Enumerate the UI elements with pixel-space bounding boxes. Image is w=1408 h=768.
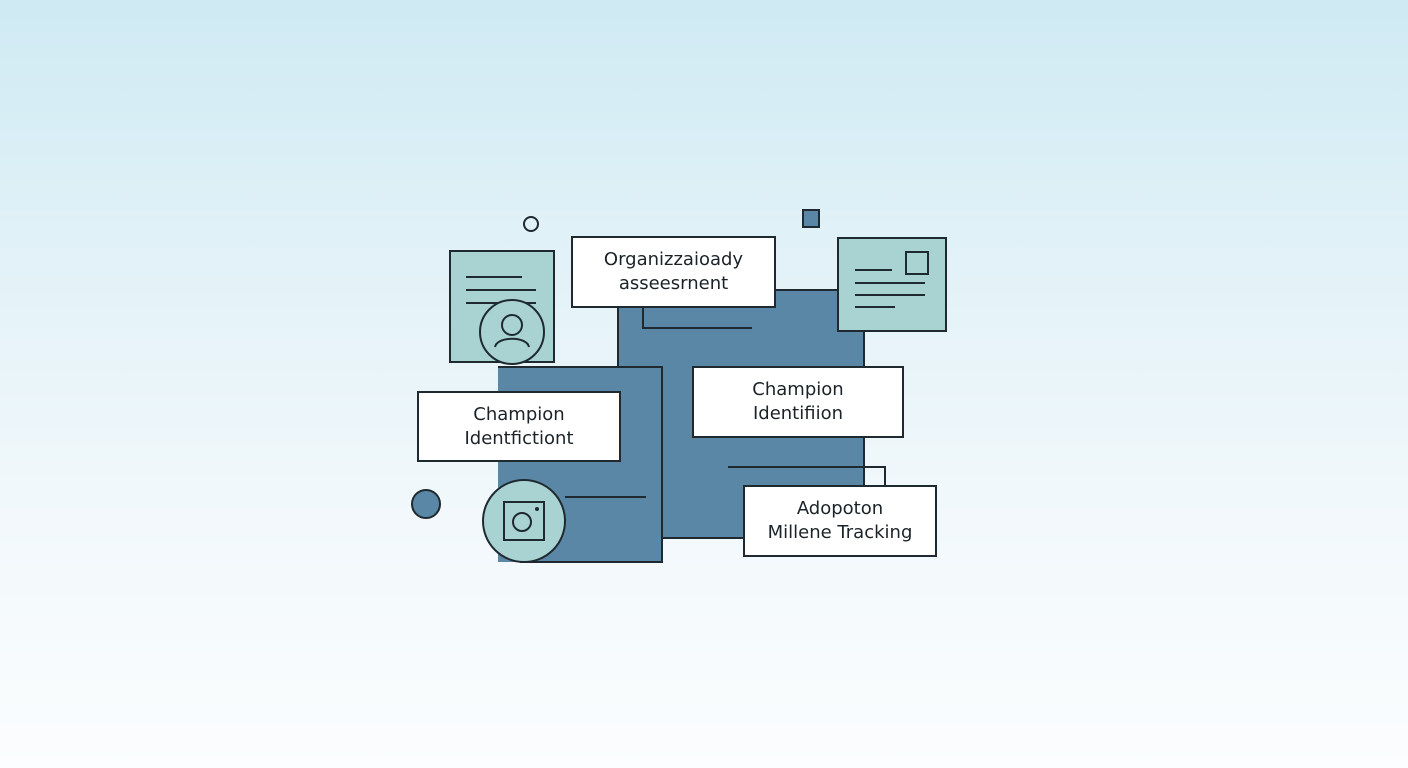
user-icon — [479, 299, 545, 365]
champion-right-line2: Identifiion — [752, 403, 844, 424]
decor-small-square — [802, 209, 820, 228]
adoption-line1: Adopoton — [796, 498, 884, 519]
champion-right-line1: Champion — [752, 379, 844, 400]
stamp-square — [905, 251, 929, 275]
connector-line — [642, 308, 752, 329]
secondary-frame — [498, 366, 663, 563]
champion-identification-right-box: Champion Identifiion — [692, 366, 904, 438]
camera-icon — [482, 479, 566, 563]
champion-left-line2: Identfictiont — [464, 427, 574, 449]
connector-line — [728, 466, 886, 486]
adoption-tracking-box: Adopoton Millene Tracking — [743, 485, 937, 557]
champion-left-line1: Champion — [473, 403, 565, 425]
org-assessment-line2: asseesrnent — [618, 273, 729, 294]
champion-identification-left-box: Champion Identfictiont — [417, 391, 621, 462]
adoption-line2: Millene Tracking — [767, 522, 913, 543]
decor-filled-circle — [411, 489, 441, 519]
post-card — [837, 237, 947, 332]
org-assessment-line1: Organizzaioady — [603, 249, 744, 270]
decor-small-circle — [523, 216, 539, 232]
org-assessment-box: Organizzaioady asseesrnent — [571, 236, 776, 308]
